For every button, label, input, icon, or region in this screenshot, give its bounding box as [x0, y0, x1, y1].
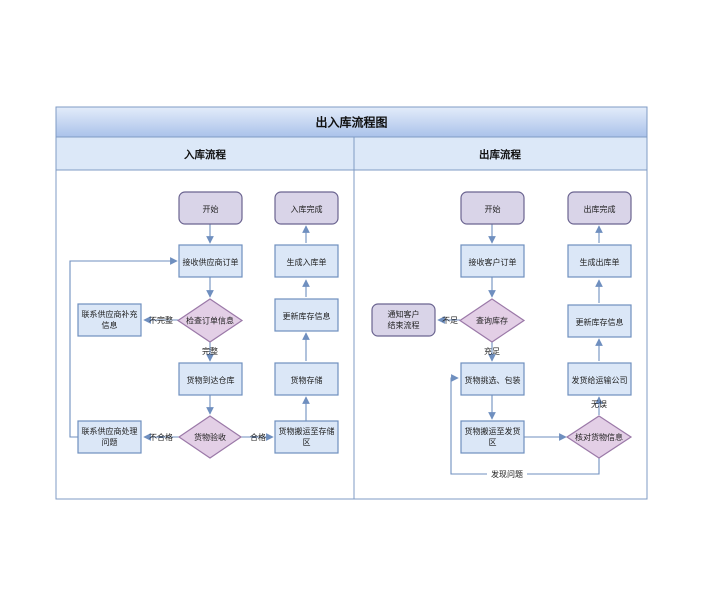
goods-arrive-warehouse-label: 货物到达仓库: [187, 375, 235, 385]
move-to-storage-line2: 区: [303, 438, 311, 447]
edge-label-insufficient: 不足: [442, 316, 458, 325]
create-outbound-order-node: [567, 244, 632, 278]
outbound-end-node: [567, 191, 632, 225]
goods-storage-label: 货物存储: [291, 375, 323, 385]
outbound-start-node: [460, 191, 525, 225]
contact-problem-line1: 联系供应商处理: [82, 426, 138, 436]
title-bar: [55, 106, 648, 138]
lane-title-outbound: 出库流程: [479, 148, 521, 161]
ship-to-carrier-label: 发货给运输公司: [572, 375, 628, 385]
move-to-storage-line1: 货物搬运至存储: [279, 426, 335, 436]
goods-arrive-warehouse-node: [178, 362, 243, 396]
outbound-update-stock-label: 更新库存信息: [576, 317, 624, 327]
loop-arrow: [450, 374, 600, 475]
contact-supplier-problem-node: [77, 420, 142, 454]
loop-arrow: [69, 257, 178, 438]
edge-label-complete: 完整: [202, 346, 218, 356]
edge-label-sufficient: 充足: [484, 346, 500, 356]
notify-customer-node: [371, 303, 436, 337]
label-mask: [487, 467, 527, 480]
notify-customer-line1: 通知客户: [388, 309, 420, 319]
contact-supplement-line1: 联系供应商补充: [82, 309, 138, 319]
receive-customer-order-node: [460, 244, 525, 278]
lane-header-outbound: [353, 136, 648, 171]
receive-customer-order-label: 接收客户订单: [469, 257, 517, 267]
outbound-flow: 开始 出库完成 接收客户订单 查询库存 通知客户 结束流程 货物挑选、包装 货物…: [371, 191, 633, 480]
lane-title-inbound: 入库流程: [184, 148, 226, 161]
move-to-shipping-node: [460, 420, 525, 454]
query-stock-decision: [458, 298, 526, 343]
outbound-end-label: 出库完成: [584, 204, 616, 214]
inbound-end-label: 入库完成: [291, 204, 323, 214]
diagram-title: 出入库流程图: [315, 115, 387, 130]
edge-label-fail: 不合格: [149, 432, 173, 442]
notify-customer-line2: 结束流程: [388, 320, 420, 330]
inbound-start-node: [178, 191, 243, 225]
goods-inspection-label: 货物验收: [194, 432, 226, 442]
create-inbound-order-label: 生成入库单: [287, 257, 327, 267]
ship-to-carrier-node: [567, 362, 632, 396]
lane-header-inbound: [55, 136, 355, 171]
pick-pack-label: 货物挑选、包装: [465, 375, 521, 385]
create-outbound-order-label: 生成出库单: [580, 257, 620, 267]
contact-problem-line2: 问题: [102, 438, 118, 447]
diagram-frame: [55, 106, 648, 500]
goods-storage-node: [274, 362, 339, 396]
receive-supplier-order-label: 接收供应商订单: [183, 257, 239, 267]
move-to-shipping-line1: 货物搬运至发货: [465, 426, 521, 436]
outbound-update-stock-node: [567, 304, 632, 338]
move-to-shipping-line2: 区: [489, 438, 497, 447]
verify-goods-label: 核对货物信息: [575, 432, 623, 442]
inbound-end-node: [274, 191, 339, 225]
pick-pack-node: [460, 362, 525, 396]
receive-supplier-order-node: [178, 244, 243, 278]
create-inbound-order-node: [274, 244, 339, 278]
edge-label-found-issue: 发现问题: [491, 469, 523, 479]
inbound-update-stock-node: [274, 298, 339, 332]
check-order-label: 检查订单信息: [186, 316, 234, 326]
move-to-storage-node: [274, 420, 339, 454]
verify-goods-decision: [565, 415, 633, 459]
inbound-start-label: 开始: [203, 204, 219, 214]
contact-supplement-line2: 信息: [102, 320, 118, 330]
outbound-start-label: 开始: [485, 204, 501, 214]
inbound-flow: 开始 入库完成 接收供应商订单 检查订单信息 联系供应商补充 信息 货物到达仓库…: [69, 191, 339, 459]
goods-inspection-decision: [177, 415, 243, 459]
edge-label-pass: 合格: [250, 432, 266, 442]
query-stock-label: 查询库存: [476, 316, 508, 326]
inbound-update-stock-label: 更新库存信息: [283, 311, 331, 321]
edge-label-incomplete: 不完整: [149, 315, 173, 325]
edge-label-no-error: 无误: [591, 400, 607, 409]
contact-supplier-supplement-node: [77, 303, 142, 337]
check-order-decision: [176, 298, 244, 343]
